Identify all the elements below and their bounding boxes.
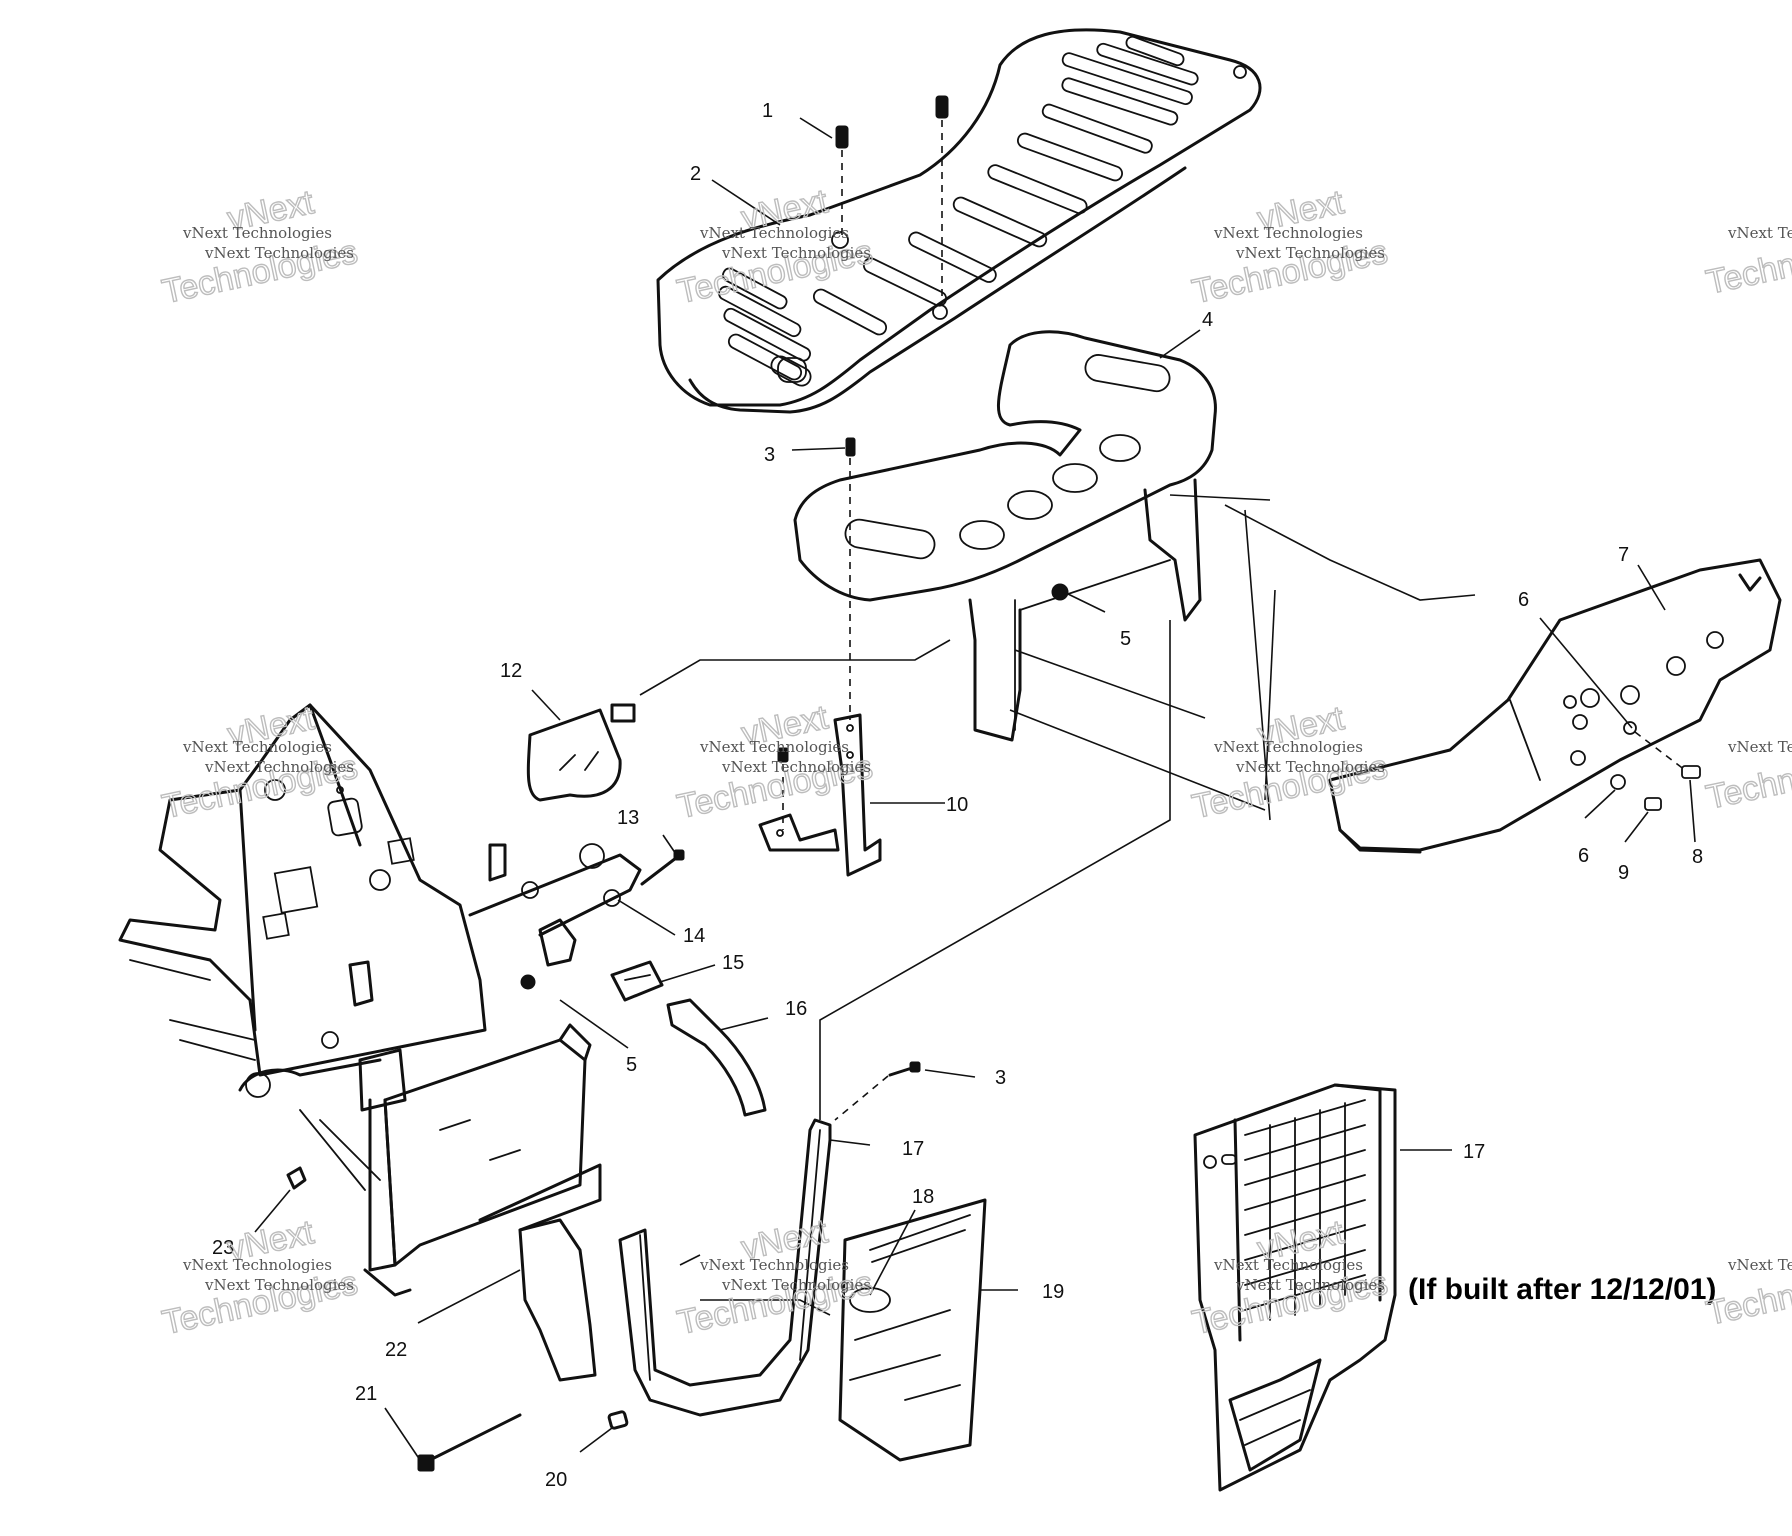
svg-text:vNext Technologies: vNext Technologies bbox=[1235, 758, 1385, 776]
bolt-3-lower bbox=[834, 1061, 921, 1121]
svg-text:vNext Technologies: vNext Technologies bbox=[204, 1276, 354, 1294]
svg-text:vNext Technologies: vNext Technologies bbox=[1235, 244, 1385, 262]
watermark-9: vNext vNext Technologies Technologies vN… bbox=[158, 1212, 361, 1343]
callout-8: 8 bbox=[1692, 846, 1703, 868]
callout-9: 9 bbox=[1618, 862, 1629, 884]
callout-20: 20 bbox=[545, 1469, 567, 1491]
svg-text:vNext Technologies: vNext Technologies bbox=[1727, 738, 1792, 756]
svg-text:vNext Technologies: vNext Technologies bbox=[204, 758, 354, 776]
callout-leaders bbox=[254, 117, 1696, 1461]
watermark-8: vNext Technologies Technologies bbox=[1702, 738, 1792, 818]
callout-19: 19 bbox=[1042, 1281, 1064, 1303]
svg-text:vNext Technologies: vNext Technologies bbox=[182, 738, 332, 756]
grille-panel bbox=[838, 1198, 987, 1462]
watermark-12: vNext Technologies Technologies bbox=[1702, 1254, 1792, 1334]
watermark-7: vNext vNext Technologies Technologies vN… bbox=[1188, 698, 1391, 827]
frame bbox=[118, 703, 642, 1191]
side-plate bbox=[417, 1218, 629, 1472]
callout-3-top: 3 bbox=[764, 444, 775, 466]
callout-13: 13 bbox=[617, 807, 639, 829]
light-12 bbox=[526, 703, 636, 802]
front-rack bbox=[656, 28, 1262, 414]
callout-12: 12 bbox=[500, 660, 522, 682]
callout-14: 14 bbox=[683, 925, 705, 947]
bumper-hardware bbox=[1563, 695, 1701, 811]
svg-text:vNext Technologies: vNext Technologies bbox=[182, 1256, 332, 1274]
nut-5-top bbox=[1051, 583, 1069, 601]
svg-text:vNext Technologies: vNext Technologies bbox=[1213, 738, 1363, 756]
callout-4: 4 bbox=[1202, 309, 1213, 331]
callout-labels: 1 2 3 4 5 6 7 12 10 13 14 15 16 5 3 17 1… bbox=[212, 100, 1703, 1491]
svg-text:vNext Technologies: vNext Technologies bbox=[699, 738, 849, 756]
callout-2: 2 bbox=[690, 163, 701, 185]
svg-text:vNext Technologies: vNext Technologies bbox=[721, 1276, 871, 1294]
brush-guard bbox=[618, 1118, 832, 1417]
callout-16: 16 bbox=[785, 998, 807, 1020]
svg-text:vNext Technologies: vNext Technologies bbox=[1235, 1276, 1385, 1294]
nut-23 bbox=[286, 1166, 307, 1190]
inset-new-guard bbox=[1193, 1083, 1397, 1492]
callout-18: 18 bbox=[912, 1186, 934, 1208]
screw-11 bbox=[777, 747, 789, 830]
svg-text:vNext Technologies: vNext Technologies bbox=[1213, 1256, 1363, 1274]
watermark-10: vNext vNext Technologies Technologies vN… bbox=[673, 1212, 876, 1343]
svg-text:vNext Technologies: vNext Technologies bbox=[1727, 1256, 1792, 1274]
hardware-13-16 bbox=[520, 849, 767, 1117]
watermark-1: vNext vNext Technologies Technologies vN… bbox=[158, 182, 361, 312]
inset-note: (If built after 12/12/01) bbox=[1408, 1273, 1716, 1306]
callout-10: 10 bbox=[946, 794, 968, 816]
callout-6-lower: 6 bbox=[1578, 845, 1589, 867]
watermark-4: vNext Technologies Technologies bbox=[1702, 223, 1792, 303]
callout-15: 15 bbox=[722, 952, 744, 974]
rack-bracket bbox=[793, 330, 1217, 742]
svg-text:vNext Technologies: vNext Technologies bbox=[721, 758, 871, 776]
svg-text:vNext Technologies: vNext Technologies bbox=[721, 244, 871, 262]
radiator-box bbox=[363, 1023, 602, 1297]
watermark-11: vNext vNext Technologies Technologies vN… bbox=[1188, 1212, 1391, 1343]
callout-5-lower: 5 bbox=[626, 1054, 637, 1076]
svg-text:vNext Technologies: vNext Technologies bbox=[1727, 224, 1792, 242]
svg-text:vNext Technologies: vNext Technologies bbox=[204, 244, 354, 262]
callout-5-top: 5 bbox=[1120, 628, 1131, 650]
watermarks: vNext vNext Technologies Technologies vN… bbox=[158, 182, 1792, 1343]
light-bracket bbox=[758, 713, 882, 877]
callout-6-top: 6 bbox=[1518, 589, 1529, 611]
callout-22: 22 bbox=[385, 1339, 407, 1361]
watermark-3: vNext vNext Technologies Technologies vN… bbox=[1188, 182, 1391, 312]
svg-text:vNext Technologies: vNext Technologies bbox=[699, 1256, 849, 1274]
light-leader bbox=[639, 639, 951, 696]
callout-21: 21 bbox=[355, 1383, 377, 1405]
svg-text:vNext Technologies: vNext Technologies bbox=[1213, 224, 1363, 242]
svg-text:vNext Technologies: vNext Technologies bbox=[699, 224, 849, 242]
bolt-3-top bbox=[845, 437, 856, 720]
svg-text:vNext Technologies: vNext Technologies bbox=[182, 224, 332, 242]
callout-1: 1 bbox=[762, 100, 773, 122]
callout-7: 7 bbox=[1618, 544, 1629, 566]
callout-17-main: 17 bbox=[902, 1138, 924, 1160]
watermark-5: vNext vNext Technologies Technologies vN… bbox=[158, 698, 361, 827]
callout-23: 23 bbox=[212, 1237, 234, 1259]
callout-17-inset: 17 bbox=[1463, 1141, 1485, 1163]
bumper bbox=[1328, 558, 1782, 854]
callout-3-lower: 3 bbox=[995, 1067, 1006, 1089]
routing-lines bbox=[679, 494, 1476, 1316]
bolt-1 bbox=[835, 95, 949, 305]
